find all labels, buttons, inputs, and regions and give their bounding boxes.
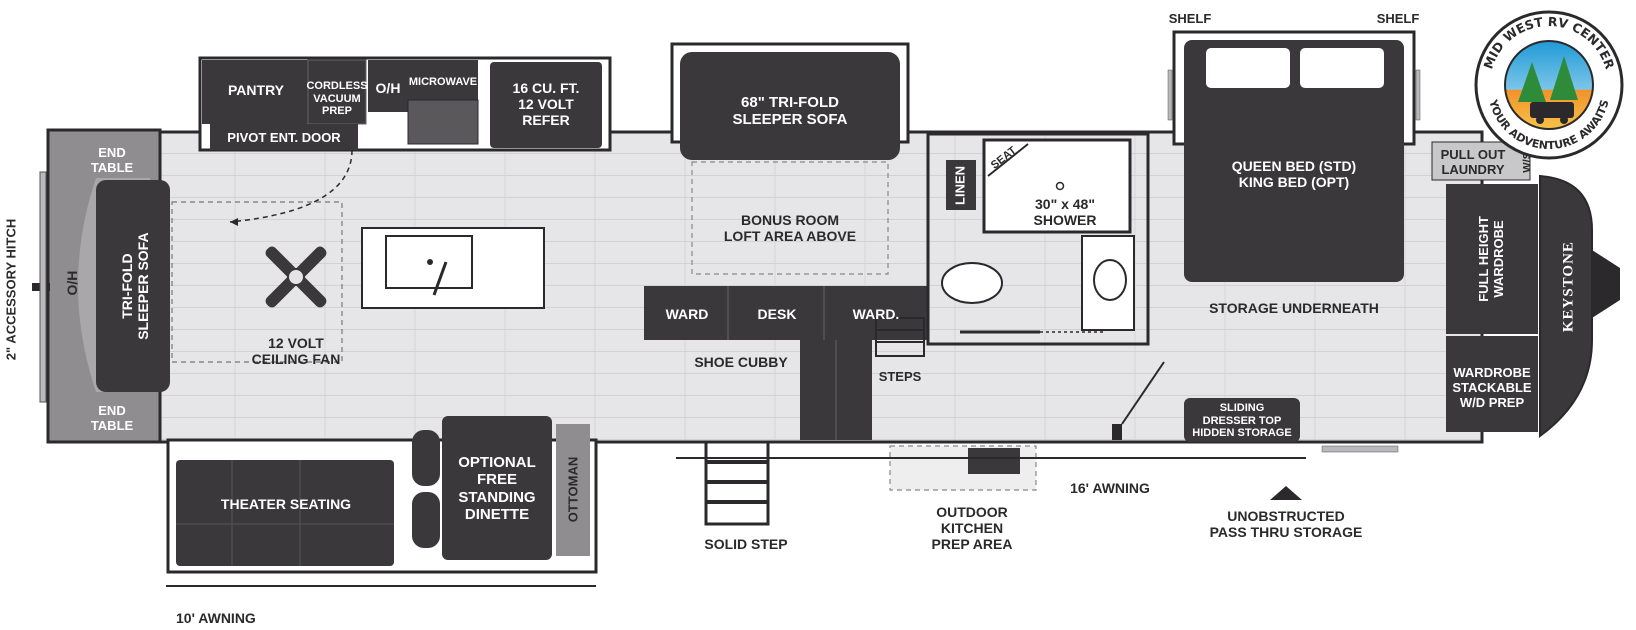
refrigerator <box>490 62 602 148</box>
label-end-table-top: END TABLE <box>90 145 134 175</box>
label-sliding-dresser: SLIDING DRESSER TOP HIDDEN STORAGE <box>1192 402 1292 440</box>
label-sleeper-sofa-68: 68" TRI-FOLD SLEEPER SOFA <box>732 94 848 129</box>
microwave <box>408 60 478 100</box>
label-solid-step: SOLID STEP <box>704 536 788 552</box>
trifold-front-sofa <box>96 180 170 392</box>
oh-cabinet <box>368 60 408 112</box>
tree-left-icon <box>1518 62 1546 102</box>
pass-thru-marker-icon <box>1270 486 1302 500</box>
rv-icon <box>1530 102 1574 118</box>
label-shoe-cubby: SHOE CUBBY <box>694 354 788 370</box>
cordless-vacuum <box>307 59 367 125</box>
bonus-room-area <box>691 161 889 275</box>
queen-bed <box>1184 40 1404 282</box>
label-ottoman: OTTOMAN <box>565 456 581 523</box>
label-desk: DESK <box>757 306 797 322</box>
label-trifold-front: TRI-FOLD SLEEPER SOFA <box>118 232 151 340</box>
label-wardrobe-stackable: WARDROBE STACKABLE W/D PREP <box>1452 365 1532 410</box>
theater-seating <box>176 460 394 566</box>
stove <box>407 99 479 145</box>
label-pass-thru: UNOBSTRUCTED PASS THRU STORAGE <box>1209 508 1363 541</box>
label-bonus-room: BONUS ROOM LOFT AREA ABOVE <box>723 212 857 245</box>
label-storage-underneath: STORAGE UNDERNEATH <box>1209 300 1379 316</box>
keystone-nose-cap <box>1539 174 1593 438</box>
label-theater-seating: THEATER SEATING <box>220 496 352 512</box>
label-ward-left: WARD <box>665 306 709 322</box>
ottoman <box>556 424 590 556</box>
label-queen-bed: QUEEN BED (STD) KING BED (OPT) <box>1231 158 1357 191</box>
label-refer: 16 CU. FT. 12 VOLT REFER <box>512 80 580 129</box>
label-pantry: PANTRY <box>228 82 284 98</box>
label-end-table-bottom: END TABLE <box>90 403 134 433</box>
tree-right-icon <box>1550 56 1578 100</box>
label-linen: LINEN <box>952 165 968 205</box>
ceiling-fan-icon <box>265 246 327 308</box>
pillow-left <box>1206 48 1290 88</box>
bath-sink-icon <box>1093 259 1127 301</box>
linen-cabinet <box>946 160 976 210</box>
toilet-icon <box>941 262 1003 304</box>
label-full-wardrobe: FULL HEIGHT WARDROBE <box>1476 216 1506 302</box>
label-keystone: KEYSTONE <box>1560 241 1577 333</box>
dealer-logo: MID WEST RV CENTER YOUR ADVENTURE AWAITS <box>1474 10 1624 160</box>
label-oh-top: O/H <box>375 80 401 96</box>
trifold-sofa-68 <box>680 52 900 160</box>
label-awning-16: 16' AWNING <box>1070 480 1150 496</box>
label-shelf-right: SHELF <box>1376 11 1420 26</box>
label-awning-10: 10' AWNING <box>176 610 256 626</box>
dinette-table <box>442 416 552 560</box>
shower-drain-icon <box>1055 181 1065 191</box>
steps-icon <box>875 317 925 357</box>
label-ceiling-fan: 12 VOLT CEILING FAN <box>251 335 341 368</box>
pantry <box>202 60 308 124</box>
label-dinette: OPTIONAL FREE STANDING DINETTE <box>458 454 536 523</box>
label-ward-right: WARD. <box>852 306 900 322</box>
label-accessory-hitch: 2" ACCESSORY HITCH <box>3 218 19 361</box>
label-pivot-door: PIVOT ENT. DOOR <box>227 130 341 145</box>
end-table-top <box>72 132 152 178</box>
pillow-right <box>1300 48 1384 88</box>
label-oh-left: O/H <box>63 270 80 296</box>
wardrobe-stackable <box>1446 336 1538 432</box>
label-cordless-vacuum: CORDLESS VACUUM PREP <box>306 80 368 118</box>
label-outdoor-kitchen: OUTDOOR KITCHEN PREP AREA <box>931 504 1013 553</box>
label-shelf-left: SHELF <box>1168 11 1212 26</box>
label-steps: STEPS <box>878 369 922 384</box>
label-shower: 30" x 48" SHOWER <box>1033 196 1097 229</box>
label-microwave: MICROWAVE <box>408 76 478 88</box>
door-swing <box>229 149 353 223</box>
end-table-bottom <box>72 392 152 438</box>
full-height-wardrobe <box>1446 184 1538 334</box>
sliding-dresser <box>1184 398 1300 442</box>
pivot-door <box>210 124 358 150</box>
label-pull-out-laundry: PULL OUT LAUNDRY <box>1440 147 1506 177</box>
